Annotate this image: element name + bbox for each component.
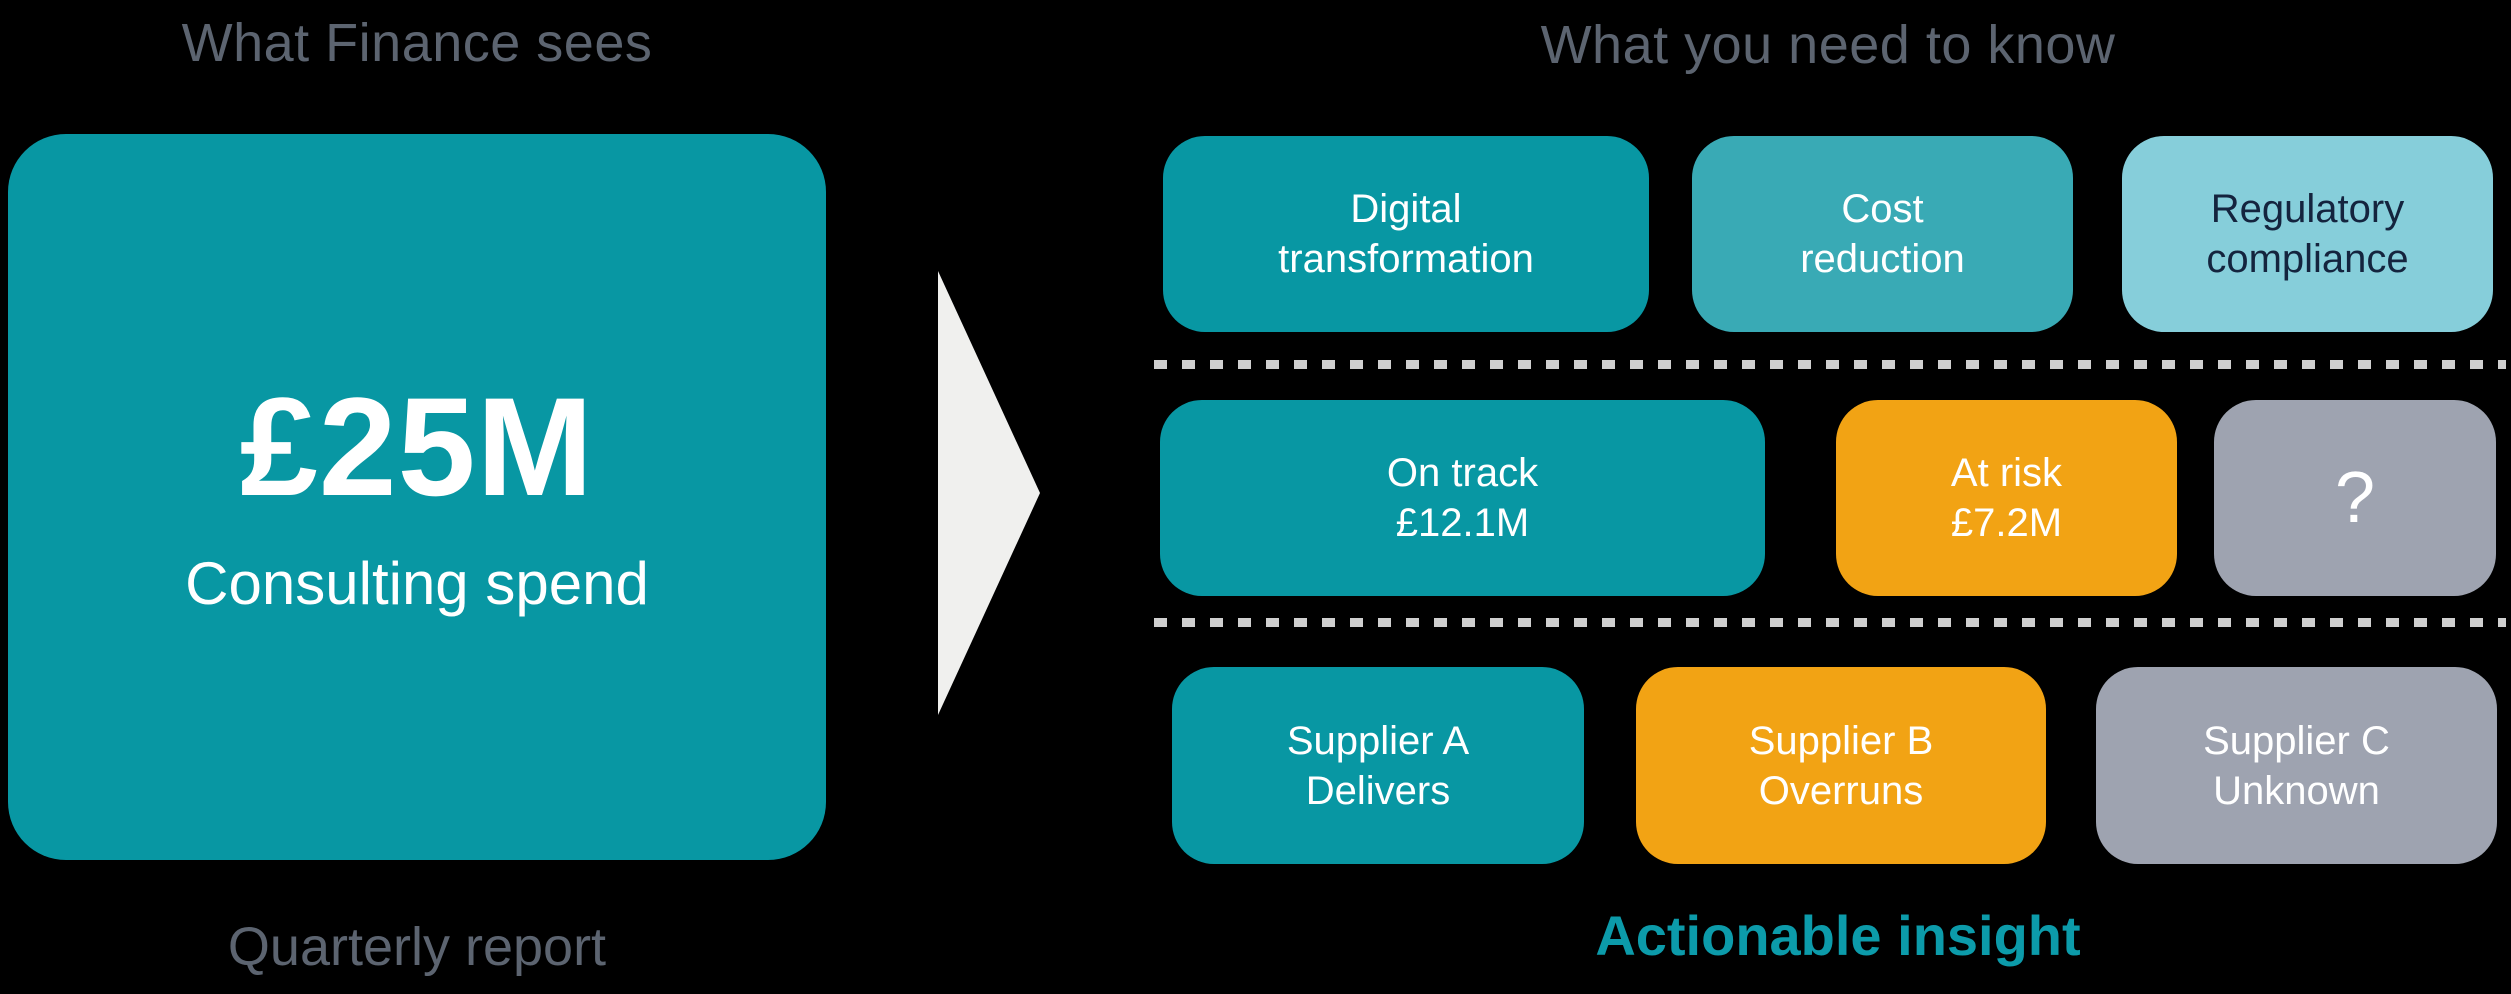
insight-view-heading: What you need to know xyxy=(1540,15,2116,75)
status-box-on-track: On track £12.1M xyxy=(1160,400,1765,596)
consulting-spend-value: £25M xyxy=(239,368,595,525)
insight-view-section: What you need to know Digital transforma… xyxy=(1154,0,2506,994)
consulting-spend-label: Consulting spend xyxy=(185,550,649,617)
priority-box-digital-transformation: Digital transformation xyxy=(1163,136,1649,332)
supplier-box-a-delivers: Supplier A Delivers xyxy=(1172,667,1584,864)
finance-view-heading: What Finance sees xyxy=(181,13,653,73)
finance-view-section: What Finance sees £25M Consulting spend … xyxy=(8,0,826,994)
quarterly-report-caption: Quarterly report xyxy=(227,917,607,977)
actionable-insight-caption: Actionable insight xyxy=(1595,904,2081,967)
dashed-separator-bottom xyxy=(1154,618,2506,627)
supplier-box-b-overruns: Supplier B Overruns xyxy=(1636,667,2046,864)
right-arrow-icon xyxy=(938,271,1040,715)
dashed-separator-top xyxy=(1154,360,2506,369)
consulting-spend-card: £25M Consulting spend xyxy=(8,134,826,860)
priority-box-regulatory-compliance: Regulatory compliance xyxy=(2122,136,2493,332)
priority-box-cost-reduction: Cost reduction xyxy=(1692,136,2073,332)
supplier-box-c-unknown: Supplier C Unknown xyxy=(2096,667,2497,864)
status-box-unknown: ? xyxy=(2214,400,2496,596)
status-box-at-risk: At risk £7.2M xyxy=(1836,400,2177,596)
